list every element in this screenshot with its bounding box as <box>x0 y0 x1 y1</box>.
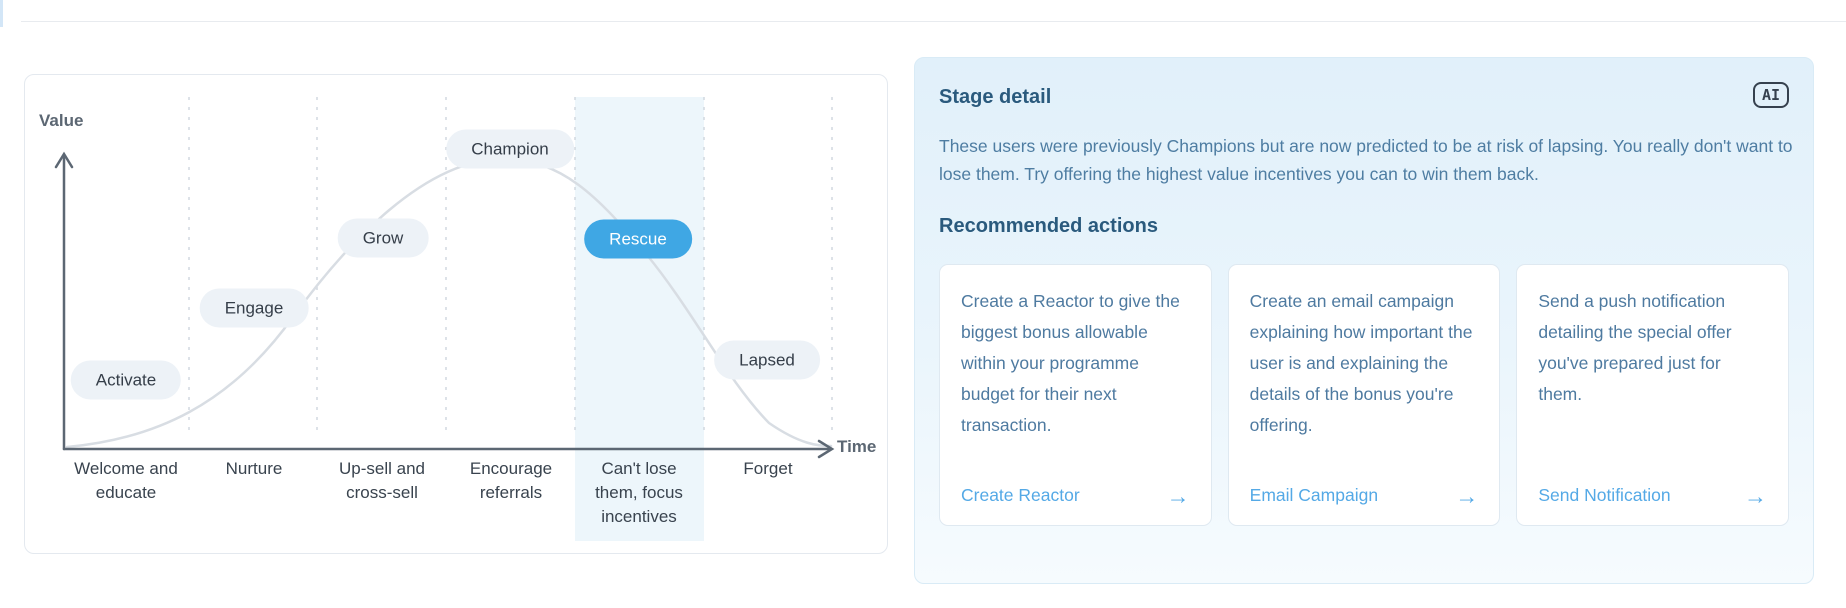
stage-pill-activate[interactable]: Activate <box>70 360 182 400</box>
value-axis-label: Value <box>39 111 84 130</box>
zone-label-forget: Forget <box>743 459 793 478</box>
recommended-actions-title: Recommended actions <box>939 215 1158 237</box>
action-description: Create a Reactor to give the biggest bon… <box>961 291 1180 435</box>
arrow-right-icon[interactable]: → <box>1166 482 1190 509</box>
arrow-right-icon[interactable]: → <box>1744 482 1768 509</box>
recommended-actions-row: Create a Reactor to give the biggest bon… <box>939 264 1790 526</box>
stage-detail-title: Stage detail <box>939 86 1052 108</box>
zone-label-welcome: Welcome and educate <box>74 459 178 502</box>
time-axis-label: Time <box>837 437 877 456</box>
send-notification-link[interactable]: Send Notification → <box>1538 482 1768 509</box>
left-edge-accent <box>0 0 3 27</box>
value-axis-arrowhead <box>54 151 74 169</box>
time-axis-arrowhead <box>817 439 835 459</box>
lifecycle-curve <box>65 157 833 449</box>
stage-description: These users were previously Champions bu… <box>939 136 1793 184</box>
stage-pill-champion[interactable]: Champion <box>446 129 574 169</box>
email-campaign-link[interactable]: Email Campaign → <box>1249 482 1479 509</box>
axes <box>54 151 835 459</box>
create-reactor-link[interactable]: Create Reactor → <box>961 482 1190 509</box>
stage-detail-panel: Stage detail AI These users were previou… <box>914 57 1814 584</box>
lifecycle-curve-chart <box>54 97 835 541</box>
top-divider <box>21 21 1846 22</box>
arrow-right-icon[interactable]: → <box>1455 482 1479 509</box>
action-description: Send a push notification detailing the s… <box>1538 291 1732 404</box>
action-card-send-notification: Send a push notification detailing the s… <box>1516 264 1790 526</box>
action-card-create-reactor: Create a Reactor to give the biggest bon… <box>939 264 1212 526</box>
highlighted-zone-band <box>575 97 704 541</box>
zone-label-referrals: Encourage referrals <box>469 459 553 502</box>
action-link-label[interactable]: Send Notification <box>1538 485 1671 505</box>
action-link-label[interactable]: Create Reactor <box>961 485 1080 505</box>
action-link-label[interactable]: Email Campaign <box>1249 485 1379 505</box>
lifecycle-chart-card: Value Time Welcome and educate Nurture U… <box>24 74 888 554</box>
stage-pill-engage[interactable]: Engage <box>199 288 309 328</box>
zone-label-cant-lose: Can't lose them, focus incentives <box>595 459 683 526</box>
ai-badge[interactable]: AI <box>1752 82 1789 108</box>
stage-detail-header: Stage detail AI <box>939 82 1789 109</box>
zone-label-upsell: Up-sell and cross-sell <box>339 459 425 502</box>
stage-pill-rescue-selected[interactable]: Rescue <box>584 219 692 259</box>
stage-pill-lapsed[interactable]: Lapsed <box>714 340 820 380</box>
stage-pill-grow[interactable]: Grow <box>337 218 429 258</box>
action-card-email-campaign: Create an email campaign explaining how … <box>1227 264 1501 526</box>
zone-label-nurture: Nurture <box>225 459 283 478</box>
action-description: Create an email campaign explaining how … <box>1249 291 1473 435</box>
